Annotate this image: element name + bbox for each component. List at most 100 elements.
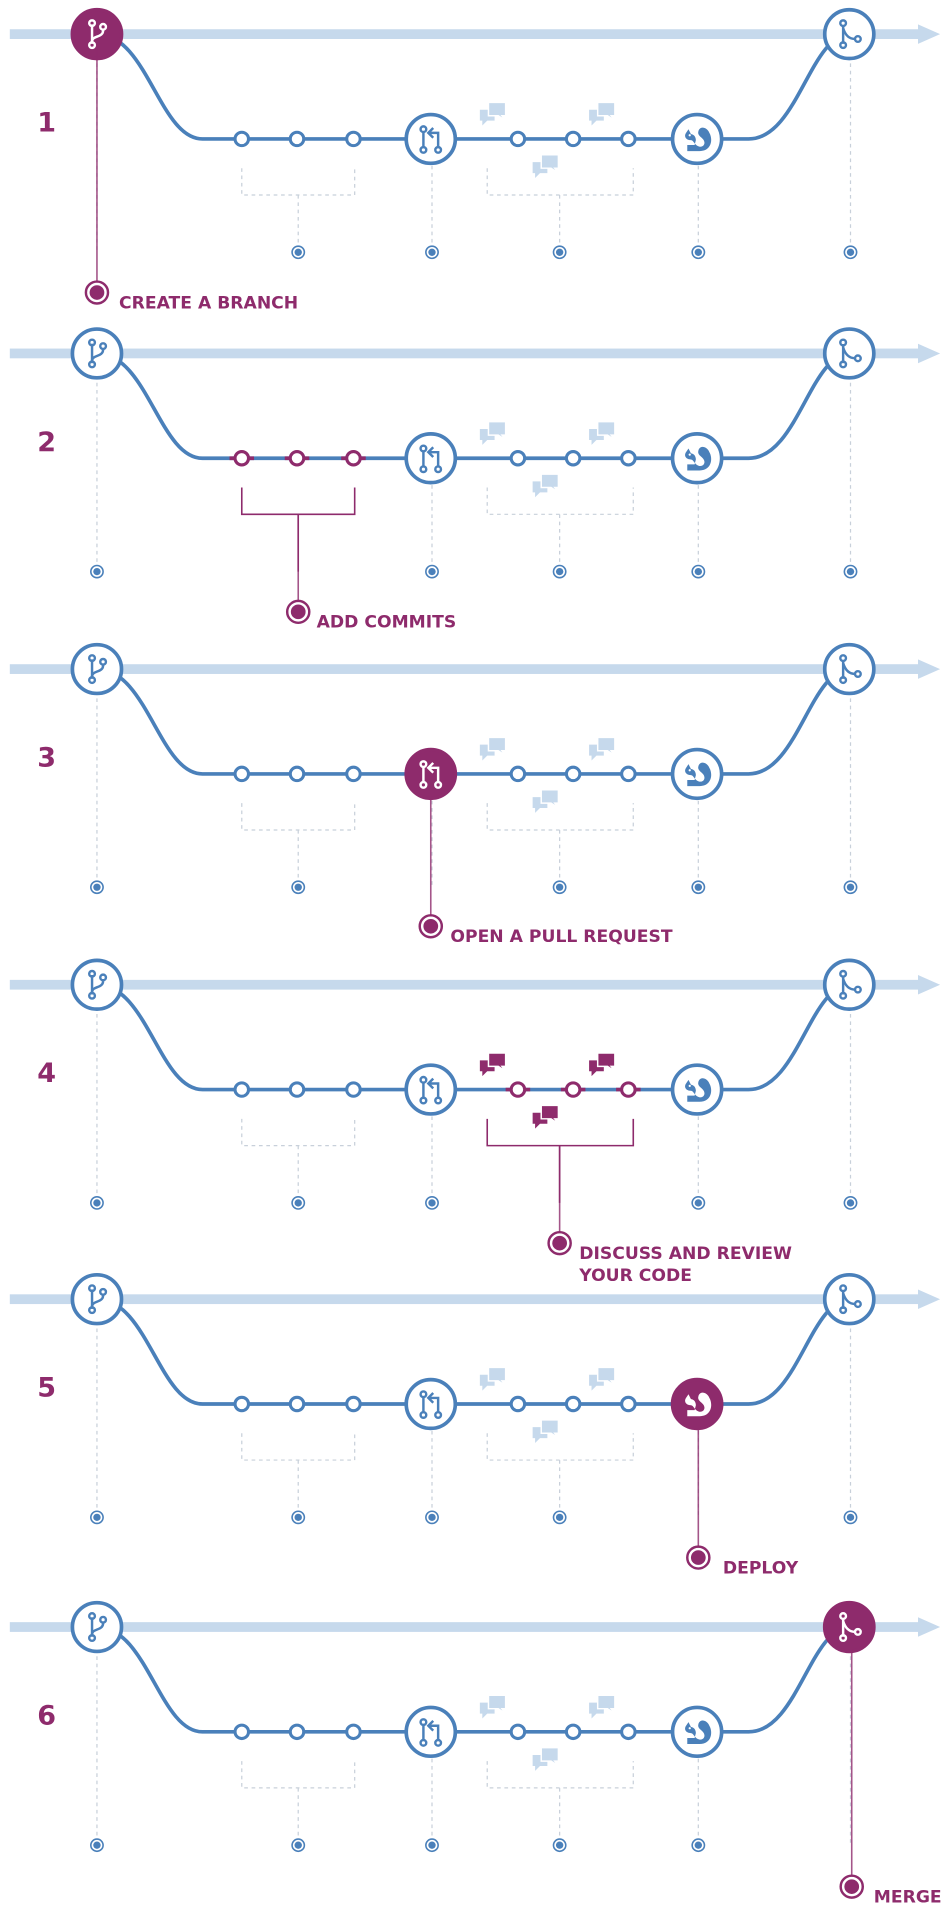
- branch-node: [87, 1633, 97, 1643]
- git-branch-icon: [87, 1284, 108, 1315]
- merge-curve: [841, 978, 856, 991]
- arrow-head-icon: [918, 975, 941, 995]
- pull-request-milestone: [404, 1705, 458, 1759]
- merge-milestone: [822, 1272, 876, 1326]
- comment-discussion-icon: [532, 473, 560, 498]
- branch-node: [87, 1284, 97, 1293]
- branch-node: [99, 1287, 108, 1296]
- timeline-dot-center: [93, 883, 101, 891]
- commit-node: [620, 1723, 637, 1741]
- main-branch-line: [9, 29, 921, 39]
- step-label: MERGE: [874, 1888, 942, 1908]
- squirrel-eye: [688, 453, 691, 456]
- branch-node: [87, 338, 97, 347]
- bubble-front: [596, 1366, 616, 1387]
- timeline-dot-center: [846, 1199, 855, 1207]
- squirrel-shape: [685, 762, 712, 787]
- comment-discussion-icon: [589, 1366, 616, 1391]
- pr-node: [419, 780, 428, 789]
- timeline-dot-center: [428, 1513, 436, 1521]
- branch-milestone: [70, 642, 124, 696]
- commit-node: [345, 450, 362, 467]
- pr-node: [419, 1390, 428, 1399]
- step-number: 2: [37, 427, 56, 458]
- pr-arrow: [426, 127, 440, 148]
- comment-discussion-icon: [532, 1104, 560, 1129]
- commit-node: [288, 130, 306, 148]
- merge-node: [839, 1284, 848, 1293]
- commit-node: [620, 765, 637, 783]
- comment-discussion-icon: [532, 1419, 560, 1443]
- callout-marker-center: [89, 285, 105, 300]
- branch-node: [99, 22, 108, 31]
- pr-arrow: [426, 1392, 440, 1413]
- comment-discussion-icon: [479, 736, 507, 761]
- merge-node: [839, 338, 848, 347]
- timeline-dot-center: [846, 883, 855, 891]
- timeline-dot-center: [428, 1199, 436, 1207]
- merge-curve: [841, 1292, 856, 1306]
- callout-marker-center: [844, 1879, 860, 1894]
- git-branch-icon: [87, 1612, 108, 1643]
- pr-node: [419, 444, 428, 453]
- branch-node: [87, 676, 97, 685]
- step-number: 6: [37, 1701, 56, 1732]
- timeline-dot-center: [294, 883, 302, 891]
- commit-node: [233, 1395, 251, 1413]
- bubble-front: [487, 420, 507, 441]
- branch-node: [99, 973, 108, 982]
- timeline-dot-center: [93, 567, 101, 576]
- pull-request-icon: [419, 760, 443, 789]
- feature-branch-line: [96, 32, 851, 141]
- deploy-milestone: [670, 1063, 724, 1116]
- bubble-front: [540, 789, 560, 809]
- step-label: YOUR CODE: [578, 1266, 692, 1286]
- commit-node: [345, 1395, 362, 1413]
- commit-node: [233, 1723, 251, 1741]
- comment-discussion-icon: [589, 736, 616, 761]
- commit-node: [233, 1081, 251, 1098]
- squirrel-icon: [685, 762, 712, 787]
- branch-node: [87, 1306, 97, 1315]
- merge-node: [839, 1306, 848, 1315]
- commit-node: [233, 130, 251, 148]
- commit-node: [620, 1081, 637, 1098]
- comment-discussion-icon: [532, 1746, 560, 1771]
- branch-curve: [90, 1623, 105, 1635]
- merge-node: [839, 969, 848, 978]
- branch-node: [87, 1612, 97, 1621]
- comment-discussion-icon: [532, 154, 560, 178]
- pull-request-milestone: [404, 747, 458, 801]
- squirrel-icon: [685, 446, 712, 471]
- commit-node: [509, 765, 527, 783]
- commit-node: [620, 130, 637, 148]
- comment-discussion-icon: [589, 1052, 616, 1077]
- pull-request-icon: [419, 125, 443, 154]
- pull-request-milestone: [404, 1377, 458, 1431]
- branch-curve: [90, 1295, 105, 1307]
- comment-discussion-icon: [479, 1694, 507, 1719]
- merge-milestone: [822, 327, 876, 380]
- git-branch-icon: [87, 19, 108, 50]
- callout-marker-center: [552, 1235, 567, 1251]
- merge-node: [839, 676, 848, 685]
- pr-arrow: [426, 1077, 440, 1099]
- commit-node: [509, 1395, 527, 1413]
- callout-marker-center: [690, 1550, 706, 1565]
- branch-node: [87, 969, 97, 978]
- timeline-dot-center: [428, 1841, 436, 1849]
- merge-node: [839, 1633, 848, 1643]
- bubble-front: [596, 736, 616, 757]
- bubble-front: [540, 154, 560, 174]
- pr-node: [419, 760, 428, 769]
- feature-branch-line: [96, 1625, 851, 1734]
- commit-node: [509, 450, 527, 467]
- git-branch-icon: [87, 338, 108, 369]
- git-branch-icon: [87, 969, 108, 1000]
- review-bracket: [486, 1761, 634, 1846]
- commit-node: [564, 450, 582, 467]
- timeline-dot-center: [294, 1199, 302, 1207]
- branch-node: [99, 342, 108, 351]
